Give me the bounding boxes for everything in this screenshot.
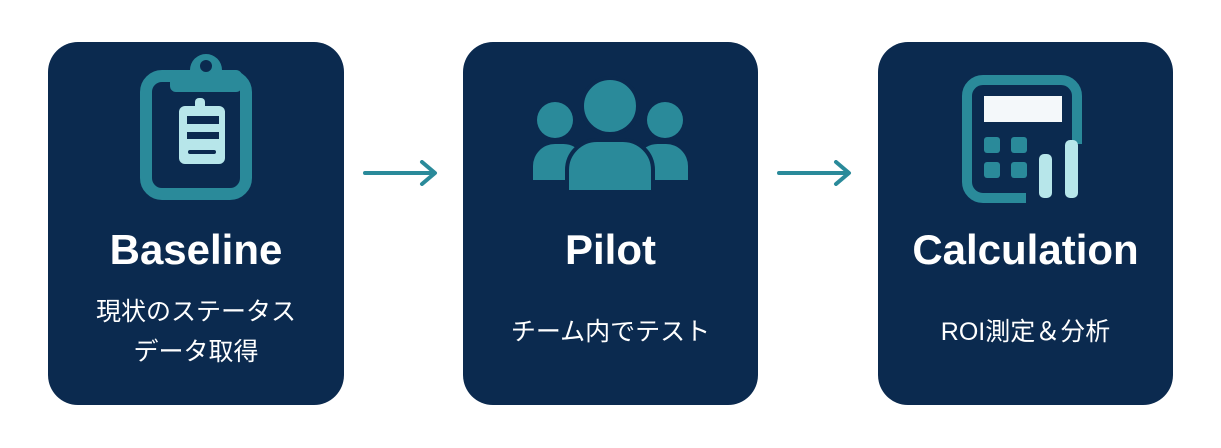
step-subtitle-line: データ取得 xyxy=(133,338,259,366)
step-card-baseline: Baseline 現状のステータス データ取得 xyxy=(48,42,344,405)
step-title: Baseline xyxy=(109,226,283,273)
step-subtitle-line: 現状のステータス xyxy=(95,298,296,326)
arrow-right-icon xyxy=(363,160,437,186)
step-subtitle-line: チーム内でテスト xyxy=(510,318,711,346)
step-card-pilot: Pilot チーム内でテスト xyxy=(463,42,758,405)
step-title: Calculation xyxy=(912,226,1139,273)
arrow-right-icon xyxy=(777,160,851,186)
step-card-calculation: Calculation ROI測定＆分析 xyxy=(878,42,1173,405)
calculator-chart-icon xyxy=(962,75,1082,203)
team-icon xyxy=(533,76,688,194)
step-title: Pilot xyxy=(565,226,656,273)
clipboard-icon xyxy=(140,54,252,200)
step-subtitle-line: ROI測定＆分析 xyxy=(940,318,1111,346)
